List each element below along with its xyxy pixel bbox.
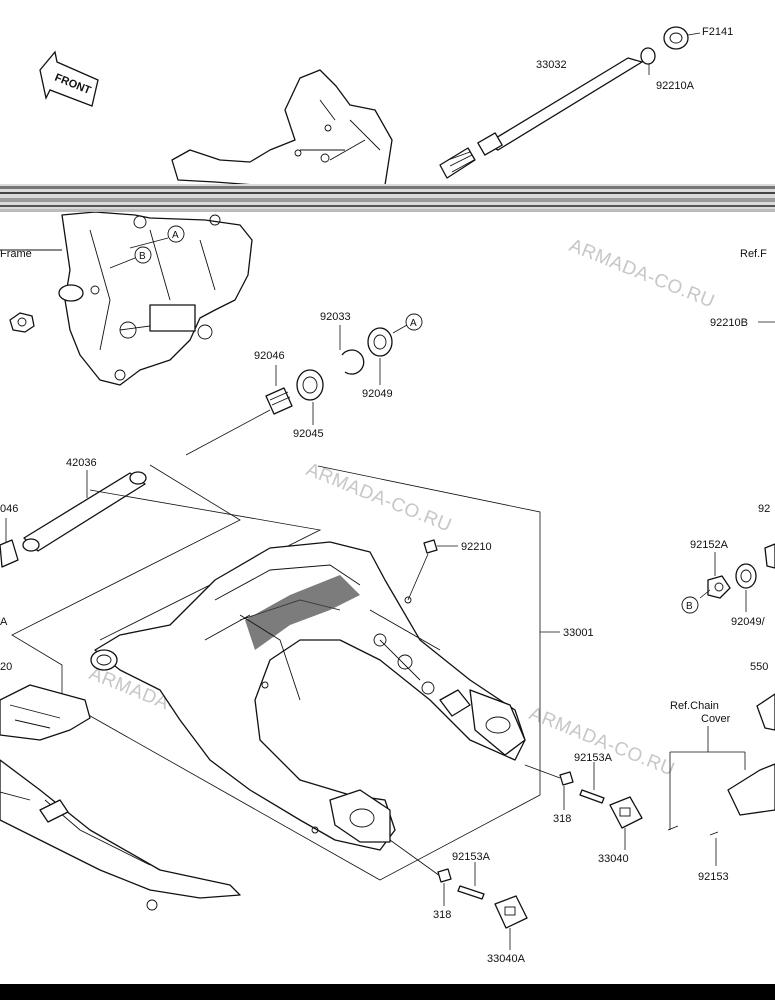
right-ref-label: Ref.F	[740, 248, 767, 260]
label-550: 550	[750, 661, 768, 673]
pivot-shaft-33032: 33032 92210A	[439, 26, 701, 179]
label-33001: 33001	[563, 627, 594, 639]
adjuster-left: 318 92153A 33040A	[389, 839, 528, 965]
label-20-left: 20	[0, 661, 12, 673]
label-33032: 33032	[536, 59, 567, 71]
svg-text:A: A	[410, 318, 417, 329]
bearing-group: 92033 92049 A 92045 92046	[254, 311, 423, 440]
callout-a-upper: A	[129, 225, 185, 249]
label-92210B: 92210B	[710, 317, 748, 329]
svg-text:B: B	[139, 251, 146, 262]
label-92153: 92153	[698, 871, 729, 883]
label-a-left: A	[0, 616, 8, 628]
chain-cover-ref: Ref.Chain Cover 92153	[667, 700, 775, 883]
label-92152A: 92152A	[690, 539, 729, 551]
watermark: ARMADA-CO.RU	[303, 459, 454, 536]
label-318-bottom: 318	[433, 909, 451, 921]
scan-band	[0, 184, 775, 212]
chain-cover-ref-line1: Ref.Chain	[670, 700, 719, 712]
adjuster-right: 318 92153A 33040	[524, 752, 643, 865]
chain-cover-ref-line2: Cover	[701, 713, 731, 725]
label-92153A-bottom: 92153A	[452, 851, 491, 863]
label-92210A: 92210A	[656, 80, 695, 92]
label-92049: 92049	[362, 388, 393, 400]
label-92153A-right: 92153A	[574, 752, 613, 764]
svg-text:B: B	[686, 601, 693, 612]
label-92033: 92033	[320, 311, 351, 323]
chain-guard-left	[0, 684, 241, 911]
sleeve-42036: 42036	[22, 457, 147, 552]
frame-ref-label: Frame	[0, 248, 32, 260]
label-33040A: 33040A	[487, 953, 526, 965]
callout-b-upper: B	[109, 246, 152, 269]
svg-text:A: A	[172, 230, 179, 241]
right-pivot-parts: 92152A B 92049/ 92 550	[681, 503, 775, 731]
grease-nipple-92210: 92210	[407, 539, 492, 601]
bottom-bar	[0, 984, 775, 1000]
label-92045: 92045	[293, 428, 324, 440]
label-318-right: 318	[553, 813, 571, 825]
swingarm-33001: 33001	[90, 541, 594, 851]
diagram-code: F2141	[702, 26, 733, 38]
label-92046: 92046	[254, 350, 285, 362]
watermark: ARMADA-CO.RU	[526, 703, 677, 780]
front-arrow-icon: FRONT	[39, 50, 99, 107]
frame-part: Frame	[0, 69, 393, 386]
label-046-left: 046	[0, 503, 18, 515]
watermark: ARMADA-CO.RU	[566, 235, 717, 312]
label-92-right: 92	[758, 503, 770, 515]
label-92210: 92210	[461, 541, 492, 553]
label-92049A: 92049/	[731, 616, 766, 628]
label-33040: 33040	[598, 853, 629, 865]
label-42036: 42036	[66, 457, 97, 469]
